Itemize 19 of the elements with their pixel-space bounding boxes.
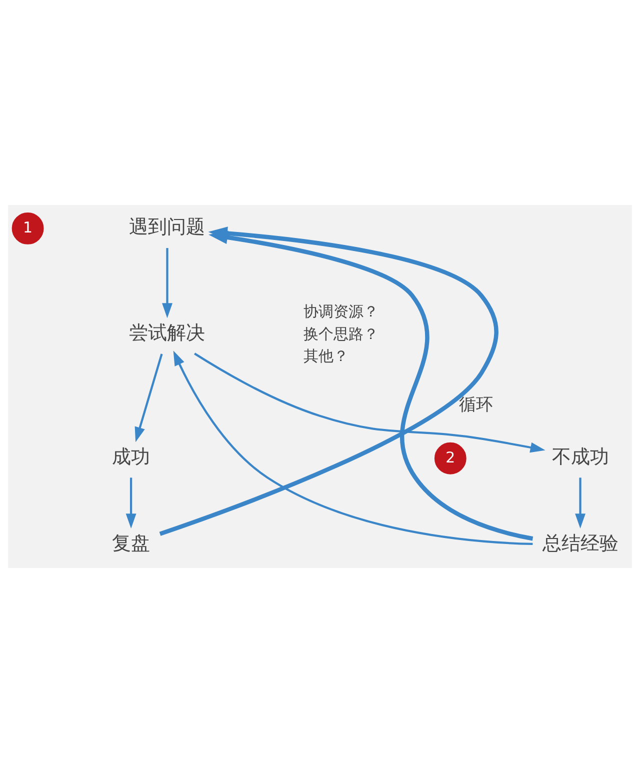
node-text: 成功 (112, 445, 150, 468)
arrow (162, 248, 172, 318)
arrow (173, 350, 533, 546)
arrow (134, 354, 163, 442)
node-text: 复盘 (112, 531, 150, 554)
arrow (159, 226, 498, 536)
node-label: 其他？ (304, 347, 348, 366)
label: 1 (23, 218, 33, 236)
label: 2 (446, 448, 456, 466)
edge-label: 循环 (458, 395, 493, 416)
node-text: 不成功 (552, 445, 609, 468)
node-label: 协调资源？ (304, 302, 378, 320)
node-text: 总结经验 (542, 531, 618, 554)
node-text: 尝试解决 (129, 321, 206, 344)
arrow (126, 478, 136, 529)
arrow (575, 478, 586, 529)
node-label: 换个思路？ (304, 324, 378, 343)
node-text: 遇到问题 (129, 215, 206, 238)
arrow (194, 352, 546, 453)
